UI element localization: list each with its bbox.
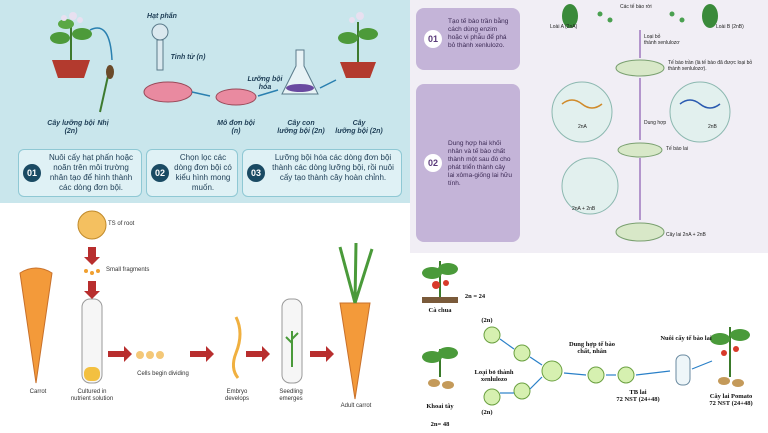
fusion-illustration <box>551 4 731 242</box>
step-text: Chọn lọc các dòng đơn bội có kiểu hình m… <box>174 153 232 192</box>
label-monoploid: Mô đơn bội (n) <box>217 120 255 135</box>
label-immature: Tinh tử (n) <box>170 54 206 61</box>
process-arrow <box>89 27 337 97</box>
culture-tube-icon <box>675 354 691 386</box>
label-2n-a: 2nA <box>578 124 587 130</box>
step-number: 02 <box>151 164 169 182</box>
step-number: 02 <box>424 154 442 172</box>
label-ts-root: TS of root <box>108 221 135 227</box>
adult-carrot-icon <box>339 302 371 400</box>
hybrid-dish-icon <box>617 142 663 158</box>
label-hybrid-plant: Cây lai 2nA + 2nB <box>666 232 706 238</box>
process-arrow <box>499 338 713 394</box>
label-remove-wall: Loại bỏ thành xenlulozo <box>474 369 514 383</box>
label-cell-bottom: (2n) <box>481 409 493 416</box>
label-cultured: Cultured in nutrient solution <box>70 389 114 402</box>
label-stamen: Nhị <box>97 120 109 127</box>
label-culture: Nuôi cấy tế bào lai <box>660 335 712 342</box>
leaf-b-icon <box>702 4 718 28</box>
label-tomato-count: 2n = 24 <box>464 293 486 300</box>
flask-icon <box>281 49 319 95</box>
step-number: 01 <box>424 30 442 48</box>
label-cells: Các tế bào rời <box>620 4 652 10</box>
fusion-step-1-card: 01 Tạo tế bào trần bằng cách dùng enzim … <box>416 8 520 70</box>
hybrid-plant-dish-icon <box>615 222 665 242</box>
cell-b-icon <box>669 81 731 143</box>
parent-plant-icon <box>50 12 92 78</box>
anther-culture-panel: Cây lưỡng bội (2n) Nhị Hạt phấn Tinh tử … <box>0 0 410 203</box>
anther-culture-illustration <box>50 12 378 113</box>
process-arrow <box>84 247 334 362</box>
label-hybrid-cell: Tế bào lai <box>666 146 688 152</box>
step-number: 01 <box>23 164 41 182</box>
label-seedling: Cây con lưỡng bội (2n) <box>277 120 325 135</box>
final-plant-icon <box>338 12 378 78</box>
label-embryo: Embryo develops <box>224 389 250 402</box>
label-seedling: Seedling emerges <box>279 389 303 402</box>
carrot-culture-panel: TS of root Small fragments Carrot Cultur… <box>0 203 410 433</box>
label-parent-plant: Cây lưỡng bội (2n) <box>47 120 95 135</box>
label-fusion: Dung hợp <box>644 120 667 126</box>
label-final-plant: Cây lưỡng bội (2n) <box>335 120 383 135</box>
label-species-a: Loài A (2nA) <box>550 24 578 30</box>
label-pomato: Cây lai Pomato 72 NST (24+48) <box>709 393 753 407</box>
label-naked-cells: Tế bào trần (là tế bào đã được loại bỏ t… <box>668 60 753 72</box>
petri-dish-icon <box>143 81 257 106</box>
label-adult-carrot: Adult carrot <box>340 403 372 409</box>
embryo-icon <box>231 316 242 379</box>
protoplast-fusion-panel: 01 Tạo tế bào trần bằng cách dùng enzim … <box>410 0 768 253</box>
step-text: Dung hợp hai khối nhân và tế bào chất th… <box>448 140 512 187</box>
step-2-card: 02 Chọn lọc các dòng đơn bội có kiểu hìn… <box>146 149 238 197</box>
label-hybrid-cell: TB lai 72 NST (24+48) <box>616 389 660 403</box>
label-diploidize: Lưỡng bội hóa <box>247 76 283 91</box>
step-number: 03 <box>247 164 265 182</box>
step-text: Nuôi cấy hạt phấn hoặc noãn trên môi trư… <box>48 153 134 192</box>
potato-plant-icon <box>422 347 458 389</box>
cell-icon <box>483 326 635 406</box>
dish-icon <box>615 59 665 77</box>
cells-icon <box>136 351 164 359</box>
label-tomato: Cà chua <box>428 307 452 314</box>
label-dividing: Cells begin dividing <box>137 371 189 377</box>
label-pollen: Hạt phấn <box>147 13 177 20</box>
step-3-card: 03 Lưỡng bội hóa các dòng đơn bội thành … <box>242 149 402 197</box>
fusion-step-2-card: 02 Dung hợp hai khối nhân và tế bào chất… <box>416 84 520 242</box>
tomato-plant-icon <box>422 261 458 303</box>
step-1-card: 01 Nuôi cấy hạt phấn hoặc noãn trên môi … <box>18 149 142 197</box>
hybrid-cell-icon <box>561 157 619 215</box>
label-2n-b: 2nB <box>708 124 717 130</box>
stamen-icon <box>99 65 114 113</box>
label-cell-top: (2n) <box>481 317 493 324</box>
pomato-illustration <box>422 261 750 406</box>
root-section-icon <box>77 210 107 240</box>
carrot-illustration <box>19 210 374 400</box>
label-potato: Khoai tây <box>426 403 454 410</box>
pomato-panel: 2n = 24 Cà chua Khoai tây 2n= 48 (2n) (2… <box>410 253 768 433</box>
carrot-icon <box>19 267 53 384</box>
label-species-b: Loài B (2nB) <box>716 24 744 30</box>
leaf-a-icon <box>562 4 578 28</box>
label-fragments: Small fragments <box>106 267 150 273</box>
step-text: Tạo tế bào trần bằng cách dùng enzim hoặ… <box>448 18 509 49</box>
step-text: Lưỡng bội hóa các dòng đơn bội thành các… <box>272 153 394 182</box>
label-potato-count: 2n= 48 <box>430 421 450 428</box>
label-carrot: Carrot <box>29 389 47 395</box>
label-combined: 2nA + 2nB <box>572 206 596 212</box>
label-remove-wall: Loại bỏ thành xenlulozơ <box>644 34 680 46</box>
pomato-plant-icon <box>710 327 750 387</box>
label-fusion: Dung hợp tế bào chất, nhân <box>568 341 616 355</box>
cell-a-icon <box>551 81 613 143</box>
pipette-icon <box>151 23 169 71</box>
